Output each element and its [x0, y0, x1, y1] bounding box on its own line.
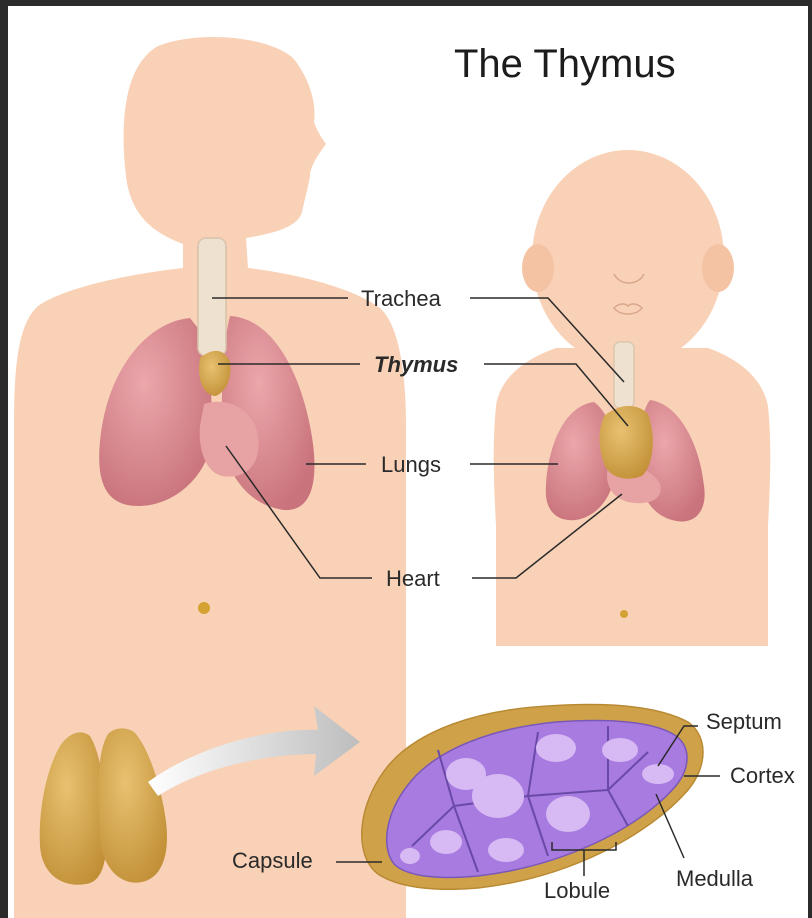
child-thymus	[600, 406, 653, 479]
diagram-panel: The Thymus Trachea Thymus Lungs	[8, 6, 808, 918]
child-head	[532, 150, 724, 366]
child-right-ear	[702, 244, 734, 292]
label-cortex: Cortex	[730, 763, 795, 788]
diagram-title: The Thymus	[454, 42, 676, 86]
child-left-ear	[522, 244, 554, 292]
adult-trachea	[198, 238, 226, 356]
label-trachea: Trachea	[361, 286, 442, 311]
child-figure	[494, 150, 771, 646]
thymus-illustration: The Thymus Trachea Thymus Lungs	[8, 6, 808, 918]
label-lobule: Lobule	[544, 878, 610, 903]
label-lungs: Lungs	[381, 452, 441, 477]
label-thymus: Thymus	[374, 352, 458, 377]
label-capsule: Capsule	[232, 848, 313, 873]
label-medulla: Medulla	[676, 866, 754, 891]
child-navel	[620, 610, 628, 618]
label-heart: Heart	[386, 566, 440, 591]
label-septum: Septum	[706, 709, 782, 734]
adult-navel	[198, 602, 210, 614]
